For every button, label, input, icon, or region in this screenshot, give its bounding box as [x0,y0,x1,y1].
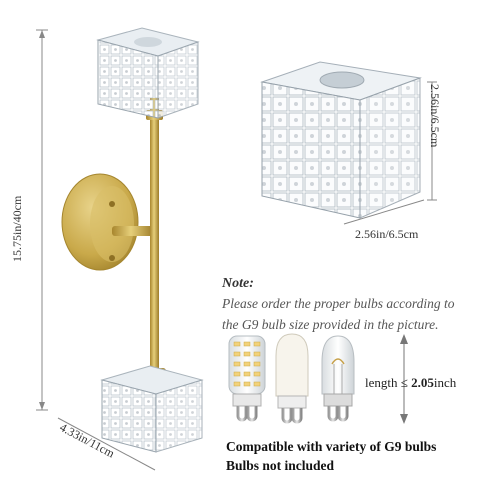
bulbs-not-included-text: Bulbs not included [226,458,335,473]
cube-width-dimension-line [343,199,425,225]
cube-width-label: 2.56in/6.5cm [355,227,419,241]
height-dimension-line [36,29,48,411]
bulb-length-arrow [400,334,408,424]
depth-dimension-line [57,417,156,471]
bottom-crystal-shade [100,365,204,453]
bulb-length-label: length ≤ 2.05inch [365,375,456,391]
led-bulb-clear [228,335,266,422]
note-line-1: Please order the proper bulbs according … [222,296,455,311]
wall-plate [61,173,154,271]
length-value: 2.05 [411,375,434,390]
compatibility-text: Compatible with variety of G9 bulbs [226,439,437,454]
crystal-shade-detail [260,61,422,219]
gold-rod [150,98,159,383]
cube-height-dimension-line [427,81,437,201]
note-body: Please order the proper bulbs according … [222,293,494,335]
led-bulb-frosted [275,333,309,424]
height-label: 15.75in/40cm [10,195,24,262]
cube-height-label-text: 2.56in/6.5cm [428,84,442,148]
length-prefix: length ≤ [365,375,412,390]
halogen-bulb [321,335,355,422]
top-crystal-shade [96,27,200,119]
length-unit: inch [433,375,457,390]
note-line-2: the G9 bulb size provided in the picture… [222,317,439,332]
note-title: Note: [222,276,254,291]
